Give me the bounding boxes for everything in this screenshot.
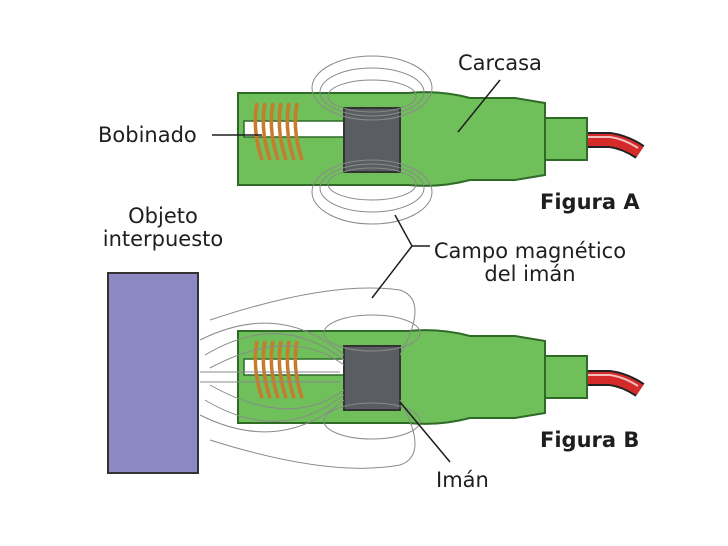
sensor-figura-b [199, 287, 645, 469]
label-objeto-line2: interpuesto [102, 227, 224, 252]
label-bobinado: Bobinado [98, 123, 197, 147]
label-iman: Imán [436, 468, 489, 492]
leader-lines [212, 79, 501, 463]
coil-a [253, 102, 304, 161]
label-carcasa: Carcasa [458, 51, 542, 75]
magnet-b [343, 345, 401, 411]
label-campo-line1: Campo magnético [433, 239, 627, 263]
label-campo-magnetico: Campo magnético del imán [430, 239, 630, 287]
cable-a [544, 117, 645, 161]
field-lines-a [311, 55, 433, 225]
sensor-figura-a [237, 55, 645, 225]
magnet-a [343, 107, 401, 173]
label-objeto-interpuesto: Objeto interpuesto [98, 204, 228, 252]
label-objeto-line1: Objeto [128, 204, 198, 228]
field-lines-b [199, 287, 421, 469]
interposed-object [107, 272, 199, 474]
label-campo-line2: del imán [484, 262, 576, 287]
label-figura-a: Figura A [540, 190, 640, 214]
label-figura-b: Figura B [540, 428, 640, 452]
cable-b [544, 355, 645, 399]
